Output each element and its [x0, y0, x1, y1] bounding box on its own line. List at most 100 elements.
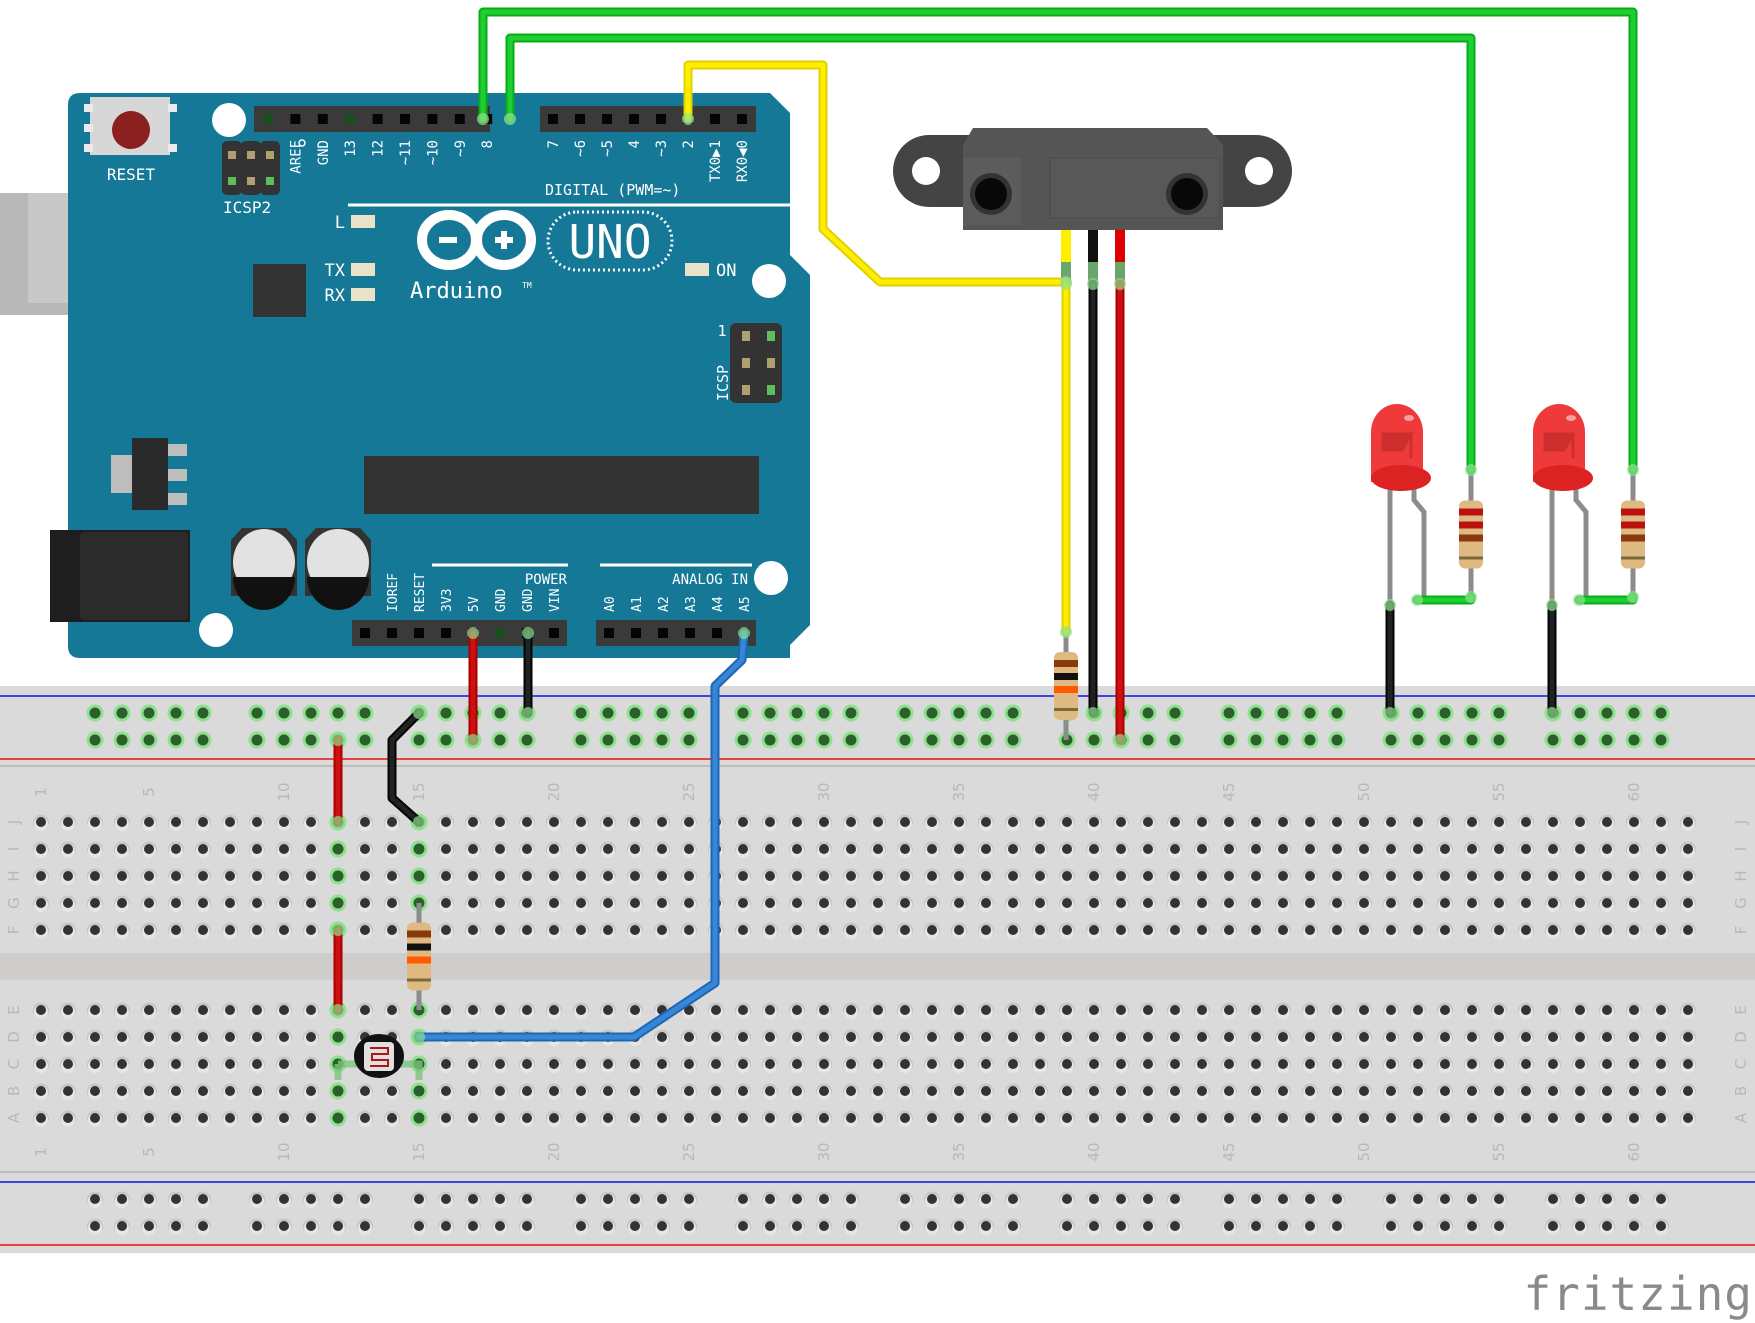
- rail-hole-top: [899, 734, 911, 746]
- power-pin[interactable]: [387, 628, 397, 638]
- breadboard-hole: [1278, 925, 1288, 935]
- power-pin[interactable]: [360, 628, 370, 638]
- column-label: 15: [410, 1142, 428, 1161]
- rail-hole-top: [116, 707, 128, 719]
- rail-hole-top: [305, 707, 317, 719]
- breadboard-hole: [1143, 1059, 1153, 1069]
- row-label: I: [5, 847, 23, 851]
- breadboard-hole: [1413, 898, 1423, 908]
- breadboard-hole: [279, 925, 289, 935]
- rail-hole-bottom: [495, 1194, 505, 1204]
- rail-hole-top: [1331, 734, 1343, 746]
- breadboard-hole: [927, 1005, 937, 1015]
- breadboard-hole: [1224, 871, 1234, 881]
- breadboard-hole: [198, 844, 208, 854]
- breadboard-hole: [1251, 1113, 1261, 1123]
- breadboard-hole: [1197, 925, 1207, 935]
- breadboard-hole: [1548, 1113, 1558, 1123]
- breadboard-hole: [198, 1005, 208, 1015]
- breadboard-hole: [792, 1032, 802, 1042]
- breadboard-hole: [468, 871, 478, 881]
- rail-hole-bottom: [252, 1194, 262, 1204]
- breadboard-hole: [117, 1086, 127, 1096]
- digital-pin-label: RX0◀0: [735, 140, 751, 182]
- breadboard-hole: [603, 1005, 613, 1015]
- digital-pin[interactable]: [317, 114, 328, 124]
- analog-pin[interactable]: [712, 628, 722, 638]
- breadboard-hole: [1602, 1113, 1612, 1123]
- breadboard-hole: [927, 898, 937, 908]
- digital-pin[interactable]: [710, 114, 720, 124]
- rail-hole-bottom: [1332, 1221, 1342, 1231]
- rail-hole-bottom: [1602, 1221, 1612, 1231]
- breadboard-hole: [1521, 817, 1531, 827]
- analog-pin[interactable]: [631, 628, 641, 638]
- analog-pin-label: A4: [711, 596, 726, 612]
- breadboard-hole: [1116, 1059, 1126, 1069]
- digital-pin[interactable]: [548, 114, 558, 124]
- digital-pin[interactable]: [427, 114, 438, 124]
- digital-pin[interactable]: [629, 114, 639, 124]
- digital-pin-label: AREF: [288, 140, 304, 174]
- wire-5v-rail-endpoint: [467, 734, 479, 746]
- breadboard-hole: [630, 1005, 640, 1015]
- breadboard-hole: [684, 1032, 694, 1042]
- power-pin[interactable]: [441, 628, 451, 638]
- rail-hole-bottom: [441, 1194, 451, 1204]
- digital-pin[interactable]: [737, 114, 747, 124]
- breadboard-hole: [495, 925, 505, 935]
- digital-pin[interactable]: [263, 114, 273, 124]
- breadboard-hole: [1008, 1113, 1018, 1123]
- row-label: G: [1732, 897, 1750, 909]
- rail-hole-top: [1304, 707, 1316, 719]
- rail-hole-top: [764, 707, 776, 719]
- analog-pin[interactable]: [658, 628, 668, 638]
- breadboard-hole: [765, 1113, 775, 1123]
- breadboard-hole: [252, 817, 262, 827]
- digital-pin[interactable]: [290, 114, 301, 124]
- row-label: E: [5, 1005, 23, 1014]
- rail-hole-top: [251, 734, 263, 746]
- digital-pin[interactable]: [372, 114, 383, 124]
- breadboard-hole: [171, 1005, 181, 1015]
- led-rim: [1533, 465, 1593, 491]
- rail-hole-top: [602, 707, 614, 719]
- digital-pin[interactable]: [454, 114, 465, 124]
- digital-pin-label: 13: [343, 140, 359, 157]
- rail-hole-top: [791, 707, 803, 719]
- breadboard-hole: [1278, 1032, 1288, 1042]
- power-pin[interactable]: [495, 628, 505, 638]
- rail-hole-top: [89, 734, 101, 746]
- breadboard-hole: [1170, 817, 1180, 827]
- power-pin[interactable]: [414, 628, 424, 638]
- sensor-lead: [1088, 230, 1098, 270]
- wire-led2-gnd-endpoint: [1546, 707, 1558, 719]
- power-pin[interactable]: [549, 628, 559, 638]
- breadboard-hole: [522, 844, 532, 854]
- column-label: 30: [815, 1142, 833, 1161]
- breadboard-hole: [36, 898, 46, 908]
- rail-hole-top: [305, 734, 317, 746]
- digital-pin[interactable]: [575, 114, 585, 124]
- digital-pin[interactable]: [602, 114, 612, 124]
- breadboard-hole: [90, 1005, 100, 1015]
- digital-pin[interactable]: [345, 114, 356, 124]
- breadboard-hole: [1008, 1086, 1018, 1096]
- digital-pin[interactable]: [656, 114, 666, 124]
- rail-hole-top: [1628, 734, 1640, 746]
- breadboard-hole: [684, 871, 694, 881]
- analog-pin[interactable]: [604, 628, 614, 638]
- breadboard-hole: [1656, 925, 1666, 935]
- breadboard-hole: [1251, 925, 1261, 935]
- breadboard-hole: [387, 1113, 397, 1123]
- breadboard-hole: [819, 925, 829, 935]
- rail-hole-top: [1277, 707, 1289, 719]
- digital-pin[interactable]: [400, 114, 410, 124]
- analog-pin[interactable]: [685, 628, 695, 638]
- reset-button-cap[interactable]: [112, 111, 150, 149]
- wire-sensor-signal-endpoint: [1060, 626, 1072, 638]
- breadboard-hole: [1035, 844, 1045, 854]
- rail-hole-bottom: [954, 1194, 964, 1204]
- breadboard-hole: [738, 1005, 748, 1015]
- breadboard-hole: [1143, 871, 1153, 881]
